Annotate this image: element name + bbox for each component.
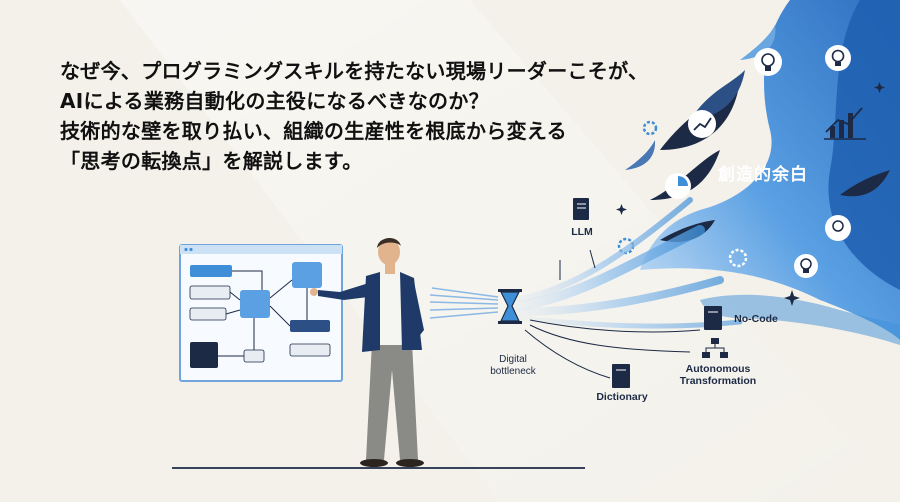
book-icon bbox=[573, 198, 589, 220]
wave-tail bbox=[700, 294, 900, 345]
lightbulb-icon bbox=[825, 45, 851, 71]
leaf-icon bbox=[625, 140, 656, 170]
headline-line-4: 「思考の転換点」を解説します。 bbox=[60, 149, 363, 173]
leaf-icon bbox=[690, 70, 745, 120]
book-icon bbox=[704, 306, 722, 330]
autonomous-transformation-label: Autonomous Transformation bbox=[679, 363, 757, 387]
leaf-icon bbox=[650, 150, 720, 200]
dictionary-label: Dictionary bbox=[596, 391, 648, 403]
pie-chart-icon bbox=[665, 173, 691, 199]
network-icon bbox=[702, 338, 728, 358]
bar-chart-icon bbox=[688, 110, 716, 138]
leaf-icon bbox=[840, 170, 890, 197]
hourglass-icon bbox=[498, 289, 522, 324]
light-beam bbox=[120, 0, 900, 502]
llm-label: LLM bbox=[571, 226, 593, 238]
creative-margin-label: 創造的余白 bbox=[718, 165, 808, 185]
bar-chart-icon bbox=[824, 107, 866, 140]
lightbulb-icon bbox=[754, 48, 782, 76]
sparkle-icon bbox=[616, 82, 885, 306]
digital-bottleneck-label: Digital bottleneck bbox=[490, 354, 536, 377]
incoming-lines bbox=[429, 287, 499, 319]
lightbulb-icon bbox=[825, 215, 851, 241]
presenter-figure bbox=[310, 237, 424, 467]
workflow-screen bbox=[179, 244, 343, 382]
outgoing-arrows bbox=[524, 249, 701, 379]
no-code-label: No-Code bbox=[734, 313, 778, 325]
book-icon bbox=[612, 364, 630, 388]
headline-line-3: 技術的な壁を取り払い、組織の生産性を根底から変える bbox=[60, 119, 567, 143]
wave-deep bbox=[828, 0, 900, 290]
headline-line-2: AIによる業務自動化の主役になるべきなのか？ bbox=[60, 89, 489, 113]
headline-line-1: なぜ今、プログラミングスキルを持たない現場リーダーこそが、 bbox=[60, 59, 649, 83]
gear-icon bbox=[728, 248, 748, 268]
wave-main bbox=[640, 0, 900, 340]
gear-icon bbox=[642, 120, 658, 136]
data-streams bbox=[510, 197, 743, 329]
headline: なぜ今、プログラミングスキルを持たない現場リーダーこそが、 AIによる業務自動化… bbox=[60, 56, 648, 176]
lightbulb-icon bbox=[794, 254, 818, 278]
